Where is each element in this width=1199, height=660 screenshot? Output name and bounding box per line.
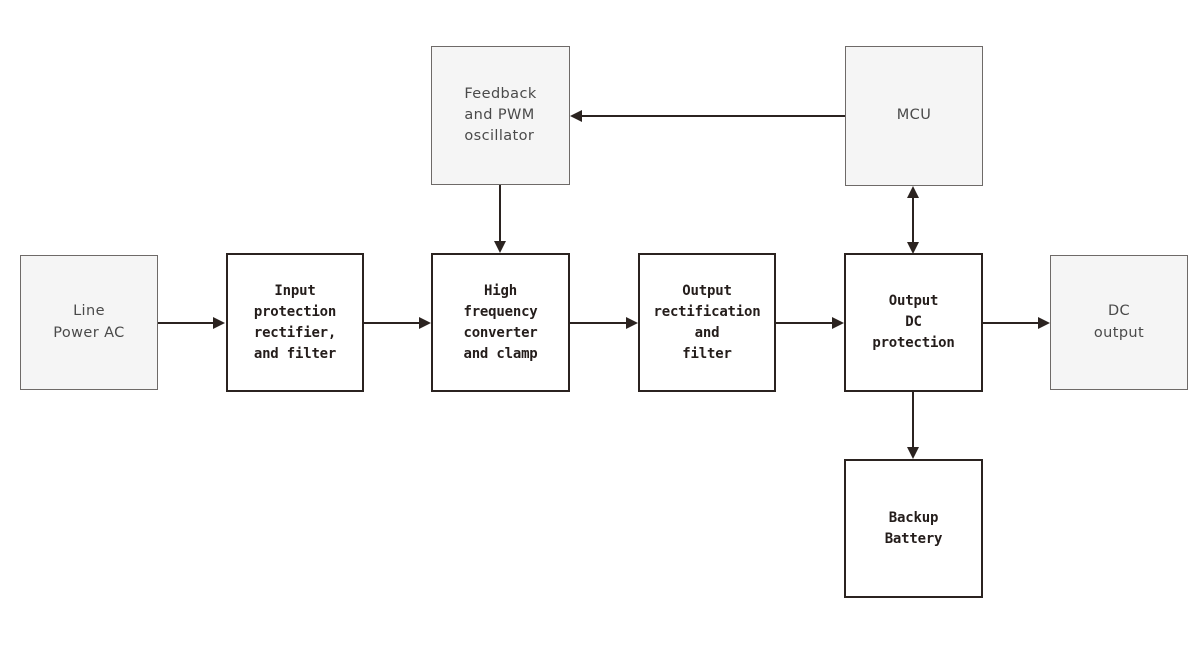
connector-mcu-to-feedback — [581, 115, 845, 118]
block-backup-battery[interactable]: Backup Battery — [844, 459, 983, 598]
connector-ac-to-input — [158, 322, 214, 325]
block-output-dc-protection[interactable]: Output DC protection — [844, 253, 983, 392]
arrowhead-mcu-to-protection — [906, 242, 919, 254]
connector-protection-to-battery — [912, 392, 915, 448]
arrowhead-protection-to-dc-output — [1038, 316, 1050, 329]
connector-protection-to-dc-output — [983, 322, 1039, 325]
block-input-protection[interactable]: Input protection rectifier, and filter — [226, 253, 364, 392]
arrowhead-protection-to-battery — [906, 447, 919, 459]
arrowhead-input-to-converter — [419, 316, 431, 329]
block-dc-output[interactable]: DC output — [1050, 255, 1188, 390]
block-output-rectification[interactable]: Output rectification and filter — [638, 253, 776, 392]
connector-rectification-to-protection — [776, 322, 833, 325]
block-mcu[interactable]: MCU — [845, 46, 983, 186]
connector-feedback-to-converter — [499, 185, 502, 242]
connector-input-to-converter — [364, 322, 420, 325]
connector-mcu-protection-link — [912, 197, 915, 243]
arrowhead-ac-to-input — [213, 316, 225, 329]
block-high-frequency-converter[interactable]: High frequency converter and clamp — [431, 253, 570, 392]
arrowhead-mcu-to-feedback — [570, 109, 582, 122]
block-line-power-ac[interactable]: Line Power AC — [20, 255, 158, 390]
arrowhead-feedback-to-converter — [493, 241, 506, 253]
block-feedback-pwm-oscillator[interactable]: Feedback and PWM oscillator — [431, 46, 570, 185]
arrowhead-rectification-to-protection — [832, 316, 844, 329]
arrowhead-protection-to-mcu — [906, 186, 919, 198]
arrowhead-converter-to-rectification — [626, 316, 638, 329]
connector-converter-to-rectification — [570, 322, 627, 325]
